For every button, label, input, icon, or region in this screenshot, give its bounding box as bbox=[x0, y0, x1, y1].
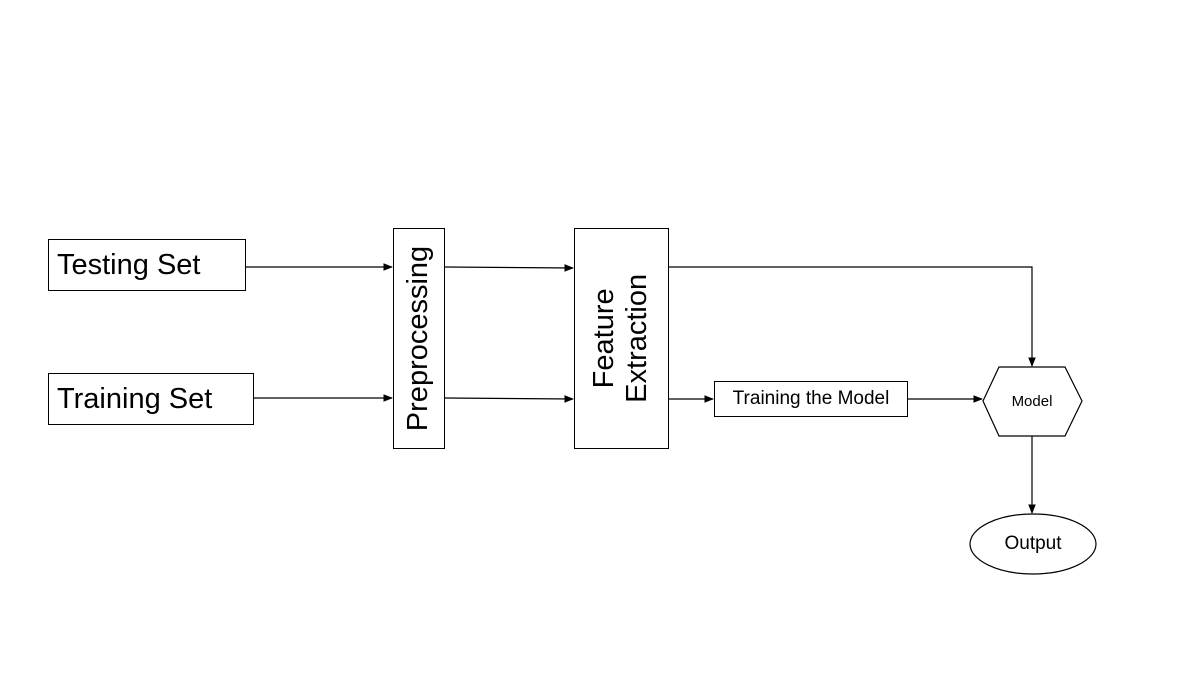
training-set-label: Training Set bbox=[57, 382, 213, 415]
testing-set-box: Testing Set bbox=[48, 239, 246, 291]
training-the-model-box: Training the Model bbox=[714, 381, 908, 417]
model-hexagon bbox=[982, 366, 1083, 437]
feature-extraction-line1: Feature bbox=[588, 288, 621, 389]
output-label-wrap: Output bbox=[969, 514, 1097, 574]
preprocessing-box: Preprocessing bbox=[393, 228, 445, 449]
model-label: Model bbox=[1011, 392, 1053, 410]
preprocessing-label: Preprocessing bbox=[402, 245, 435, 432]
output-label: Output bbox=[1004, 533, 1062, 554]
arrow-preprocessing-to-feature-bottom bbox=[444, 395, 574, 403]
feature-extraction-label: Feature Extraction bbox=[588, 274, 655, 403]
output-ellipse bbox=[969, 513, 1097, 575]
arrow-feature-to-model bbox=[669, 266, 1036, 367]
model-label-wrap: Model bbox=[983, 366, 1081, 436]
feature-extraction-box: Feature Extraction bbox=[574, 228, 669, 449]
arrow-preprocessing-to-feature-top bbox=[444, 264, 574, 272]
training-the-model-label: Training the Model bbox=[732, 388, 890, 409]
training-set-box: Training Set bbox=[48, 373, 254, 425]
feature-extraction-line2: Extraction bbox=[621, 274, 654, 403]
testing-set-label: Testing Set bbox=[57, 248, 201, 281]
